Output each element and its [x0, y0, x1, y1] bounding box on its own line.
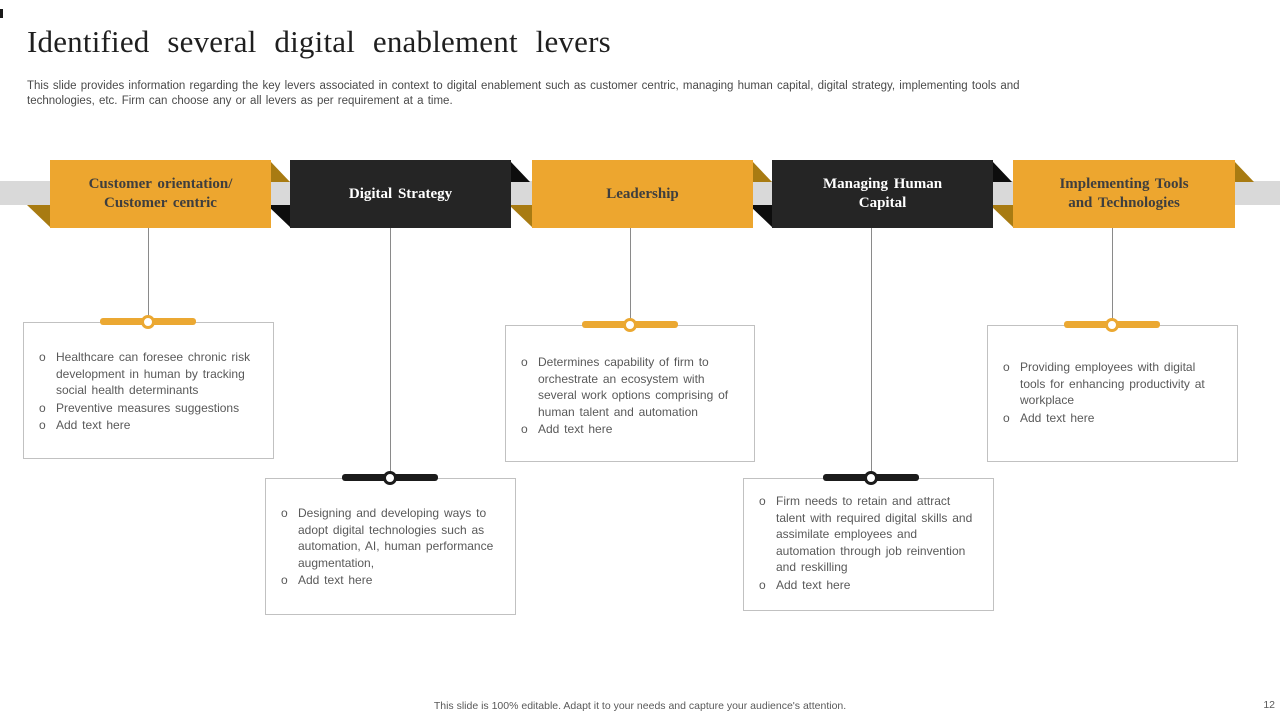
bullet-item: Preventive measures suggestions: [38, 400, 253, 417]
bullet-list: Determines capability of firm to orchest…: [506, 354, 754, 438]
bullet-item: Determines capability of firm to orchest…: [520, 354, 734, 420]
connector-node-dot: [141, 315, 155, 329]
bullet-list: Providing employees with digital tools f…: [988, 359, 1237, 426]
connector-line: [148, 228, 149, 322]
banner-label: Implementing Tools and Technologies: [1059, 176, 1189, 211]
page-number: 12: [1263, 699, 1275, 711]
banner-label: Leadership: [606, 185, 679, 202]
ribbon-fold-right-icon: [993, 162, 1012, 182]
bullet-item: Firm needs to retain and attract talent …: [758, 493, 973, 576]
bullet-item: Add text here: [520, 421, 734, 438]
connector-line: [630, 228, 631, 325]
page-title: Identified several digital enablement le…: [27, 24, 611, 59]
banner-digital-strategy: Digital Strategy: [290, 160, 511, 228]
bullet-list: Firm needs to retain and attract talent …: [744, 493, 993, 593]
ribbon-fold-right-icon: [271, 162, 290, 182]
editable-note: This slide is 100% editable. Adapt it to…: [433, 700, 847, 712]
bullet-item: Healthcare can foresee chronic risk deve…: [38, 349, 253, 399]
bullet-item: Add text here: [1002, 410, 1217, 427]
detail-box-digital-strategy: Designing and developing ways to adopt d…: [265, 478, 516, 615]
bullet-item: Add text here: [38, 417, 253, 434]
connector-node-dot: [383, 471, 397, 485]
connector-line: [1112, 228, 1113, 325]
detail-box-leadership: Determines capability of firm to orchest…: [505, 325, 755, 462]
bullet-item: Providing employees with digital tools f…: [1002, 359, 1217, 409]
bullet-item: Designing and developing ways to adopt d…: [280, 505, 495, 571]
bullet-list: Healthcare can foresee chronic risk deve…: [24, 349, 273, 434]
banner-implementing-tools: Implementing Tools and Technologies: [1013, 160, 1235, 228]
ribbon-fold-left-icon: [509, 205, 532, 227]
connector-node-dot: [1105, 318, 1119, 332]
slide-description: This slide provides information regardin…: [27, 80, 1020, 107]
detail-box-customer-orientation: Healthcare can foresee chronic risk deve…: [23, 322, 274, 459]
detail-box-implementing-tools: Providing employees with digital tools f…: [987, 325, 1238, 462]
connector-line: [390, 228, 391, 478]
bullet-item: Add text here: [280, 572, 495, 589]
bullet-list: Designing and developing ways to adopt d…: [266, 505, 515, 589]
banner-label: Managing Human Capital: [822, 176, 943, 211]
banner-customer-orientation: Customer orientation/ Customer centric: [50, 160, 271, 228]
ribbon-fold-left-icon: [990, 205, 1013, 227]
bullet-item: Add text here: [758, 577, 973, 594]
ribbon-fold-right-icon: [511, 162, 530, 182]
connector-line: [871, 228, 872, 478]
ribbon-fold-left-icon: [27, 205, 50, 227]
banner-label: Digital Strategy: [348, 185, 453, 202]
connector-node-dot: [864, 471, 878, 485]
banner-leadership: Leadership: [532, 160, 753, 228]
detail-box-managing-human-capital: Firm needs to retain and attract talent …: [743, 478, 994, 611]
ribbon-fold-right-icon: [753, 162, 772, 182]
banner-label: Customer orientation/ Customer centric: [88, 176, 233, 211]
connector-node-dot: [623, 318, 637, 332]
slide-edge-tick: [0, 9, 3, 18]
ribbon-fold-right-icon: [1235, 162, 1254, 182]
banner-managing-human-capital: Managing Human Capital: [772, 160, 993, 228]
